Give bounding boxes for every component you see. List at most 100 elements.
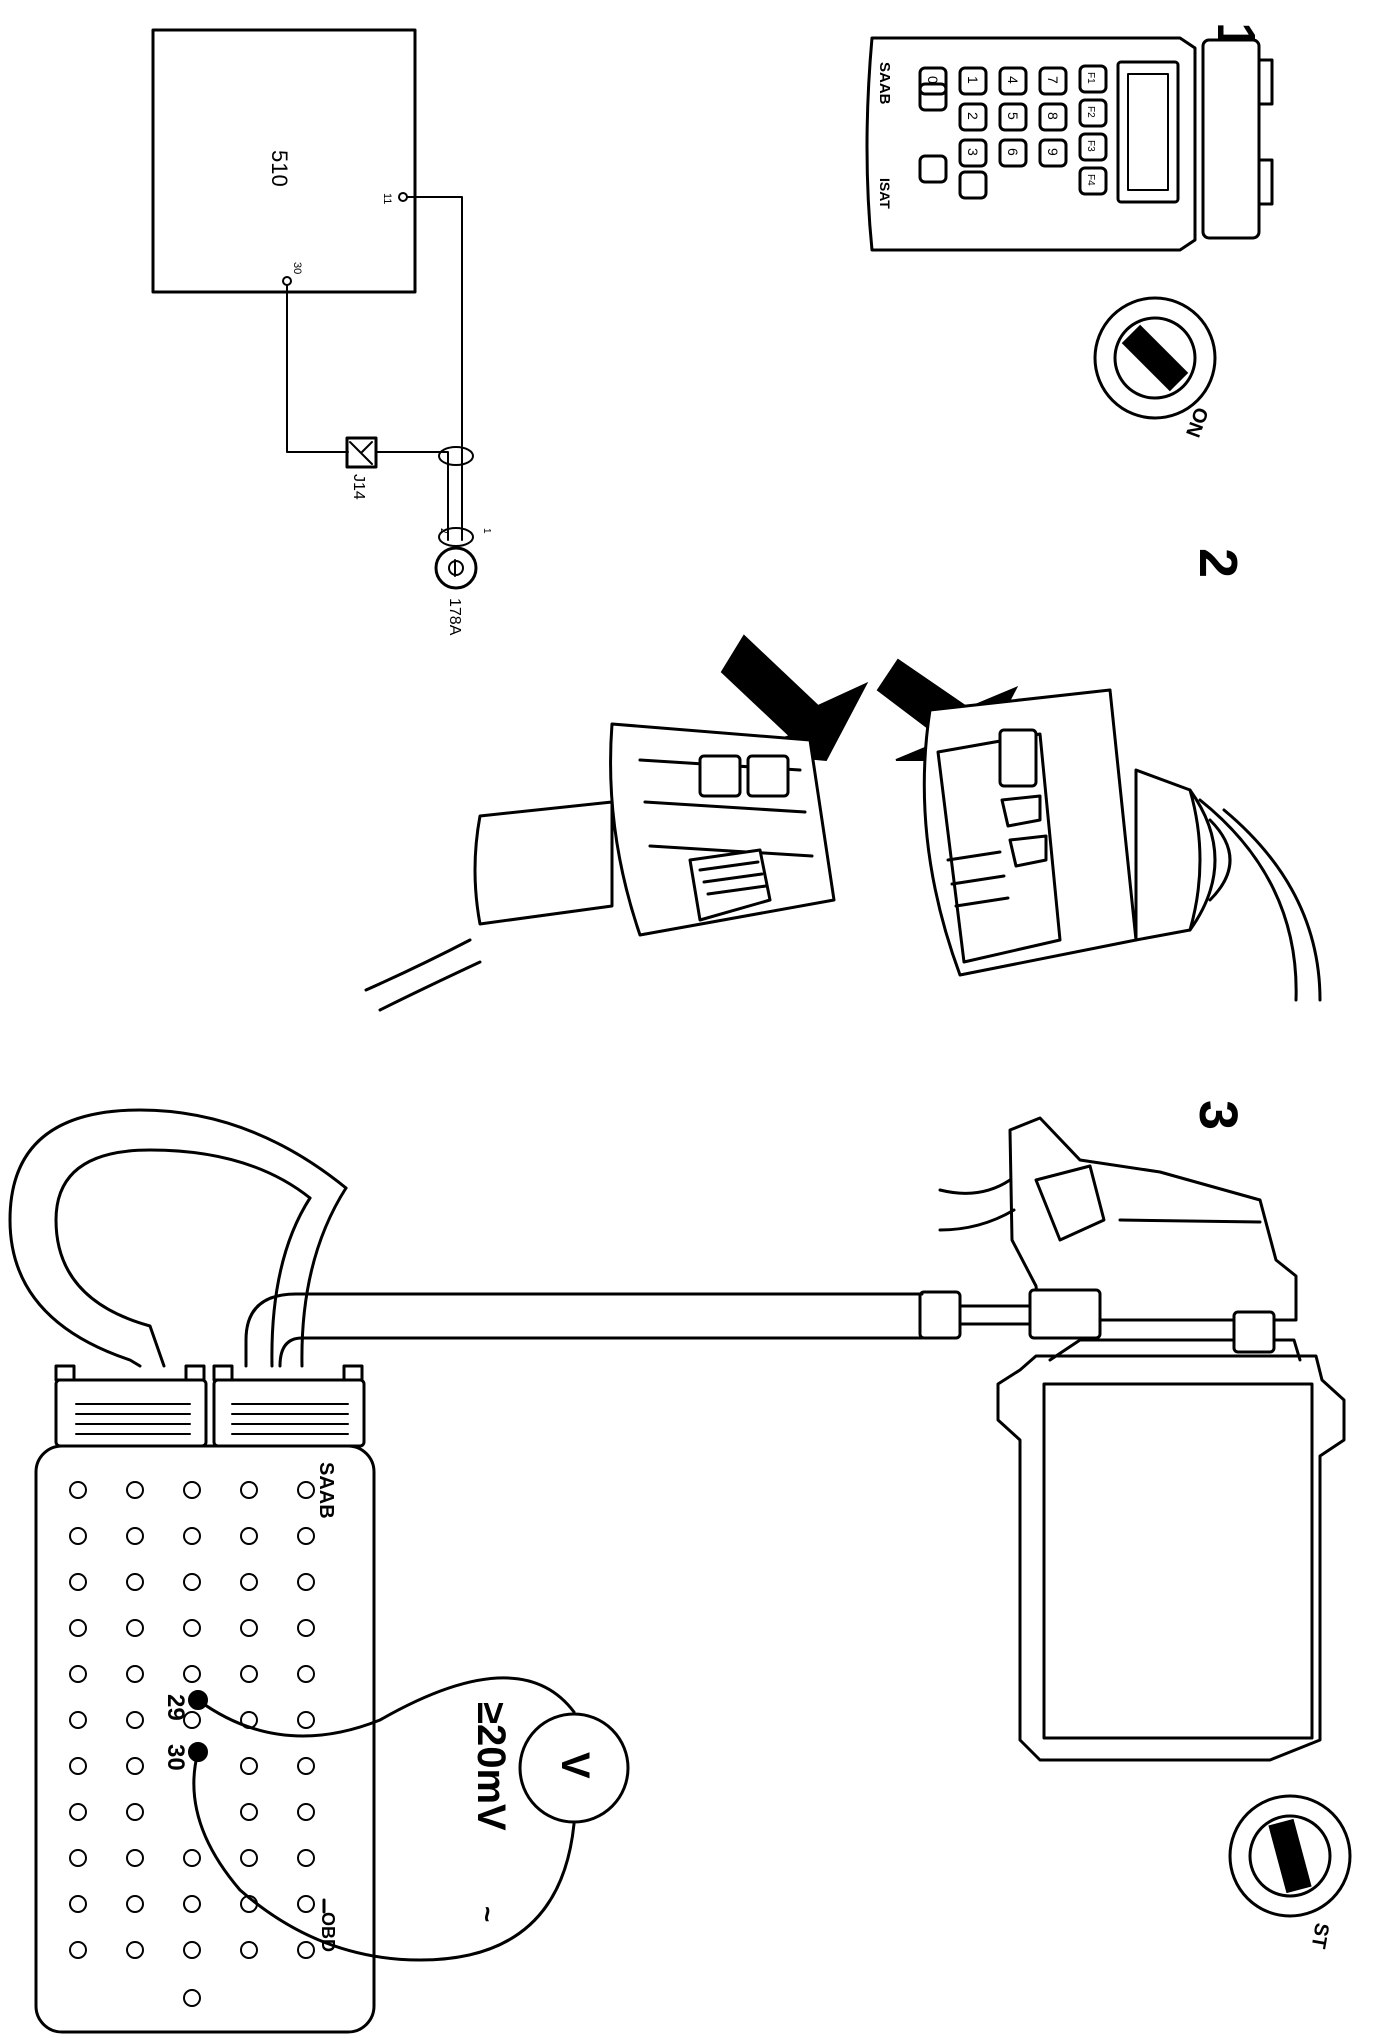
breakout-socket[interactable] xyxy=(297,1941,315,1959)
tester-function-key[interactable]: F3 xyxy=(1078,132,1108,162)
breakout-box-body xyxy=(34,1444,376,2034)
breakout-socket[interactable] xyxy=(183,1849,201,1867)
tester-body xyxy=(865,36,1197,252)
breakout-socket[interactable] xyxy=(297,1481,315,1499)
breakout-socket[interactable] xyxy=(69,1665,87,1683)
breakout-socket[interactable] xyxy=(297,1573,315,1591)
breakout-socket[interactable] xyxy=(297,1665,315,1683)
breakout-socket[interactable] xyxy=(240,1481,258,1499)
tester-function-key-label: F1 xyxy=(1085,72,1096,84)
wiring-schematic: 510 11 30 J14 2 1 xyxy=(151,28,492,636)
breakout-socket[interactable] xyxy=(126,1527,144,1545)
tester-number-key[interactable]: 1 xyxy=(958,66,988,96)
wire-pin-30 xyxy=(286,284,349,453)
tester-number-key-label: 2 xyxy=(965,112,981,120)
breakout-socket[interactable] xyxy=(240,1527,258,1545)
breakout-socket[interactable] xyxy=(126,1895,144,1913)
breakout-socket[interactable] xyxy=(126,1849,144,1867)
tester-number-key[interactable]: 3 xyxy=(958,138,988,168)
tester-number-key[interactable]: 4 xyxy=(998,66,1028,96)
breakout-socket[interactable] xyxy=(297,1803,315,1821)
breakout-socket[interactable] xyxy=(126,1665,144,1683)
voltmeter-symbol: V xyxy=(553,1752,597,1779)
breakout-socket[interactable] xyxy=(240,1803,258,1821)
breakout-socket[interactable] xyxy=(69,1849,87,1867)
tester-function-key[interactable]: F2 xyxy=(1078,98,1108,128)
ignition-st-label: ST xyxy=(1307,1921,1333,1950)
tester-number-key[interactable]: 6 xyxy=(998,138,1028,168)
breakout-socket[interactable] xyxy=(69,1527,87,1545)
breakout-socket[interactable] xyxy=(297,1711,315,1729)
breakout-socket[interactable] xyxy=(240,1849,258,1867)
breakout-socket[interactable] xyxy=(183,1481,201,1499)
tester-number-key[interactable]: 7 xyxy=(1038,66,1068,96)
tester-function-key[interactable]: F4 xyxy=(1078,166,1108,196)
tester-number-key-label: 7 xyxy=(1045,76,1061,84)
breakout-socket[interactable] xyxy=(183,1711,201,1729)
tester-number-key[interactable]: 2 xyxy=(958,102,988,132)
breakout-socket[interactable] xyxy=(240,1573,258,1591)
breakout-socket[interactable] xyxy=(69,1803,87,1821)
tester-display-screen xyxy=(1127,73,1169,191)
pin-11-terminal xyxy=(398,192,408,202)
breakout-socket[interactable] xyxy=(297,1757,315,1775)
breakout-socket[interactable] xyxy=(240,1665,258,1683)
breakout-socket[interactable] xyxy=(126,1941,144,1959)
breakout-socket[interactable] xyxy=(69,1481,87,1499)
breakout-socket[interactable] xyxy=(183,1665,201,1683)
breakout-socket[interactable] xyxy=(297,1527,315,1545)
tester-number-key-label: 8 xyxy=(1045,112,1061,120)
breakout-socket[interactable] xyxy=(69,1711,87,1729)
breakout-socket[interactable] xyxy=(297,1619,315,1637)
tester-control-key[interactable] xyxy=(918,154,948,184)
breakout-socket[interactable] xyxy=(126,1573,144,1591)
breakout-socket[interactable] xyxy=(240,1619,258,1637)
breakout-socket[interactable] xyxy=(126,1481,144,1499)
breakout-socket[interactable] xyxy=(240,1757,258,1775)
breakout-socket[interactable] xyxy=(126,1757,144,1775)
tester-number-key[interactable]: 5 xyxy=(998,102,1028,132)
breakout-socket[interactable] xyxy=(69,1941,87,1959)
breakout-socket[interactable] xyxy=(126,1711,144,1729)
tester-number-key[interactable]: 0 xyxy=(918,66,948,96)
test-lead-pin-29 xyxy=(196,1676,576,1738)
breakout-socket[interactable] xyxy=(183,1527,201,1545)
breakout-socket[interactable] xyxy=(183,1619,201,1637)
breakout-socket[interactable] xyxy=(183,1573,201,1591)
sensor-pin-1-label: 1 xyxy=(481,528,492,534)
breakout-socket[interactable] xyxy=(126,1803,144,1821)
step-number-2: 2 xyxy=(1188,548,1248,578)
adapter-cable xyxy=(294,1292,924,1340)
splice-j14 xyxy=(345,436,378,469)
breakout-socket[interactable] xyxy=(297,1895,315,1913)
wire-pin-11 xyxy=(406,196,463,541)
tester-function-key[interactable]: F1 xyxy=(1078,64,1108,94)
breakout-socket[interactable] xyxy=(69,1619,87,1637)
control-module-box xyxy=(996,1354,1346,1762)
breakout-socket[interactable] xyxy=(69,1757,87,1775)
voltmeter-reading: ≥20mV xyxy=(469,1702,513,1831)
breakout-socket[interactable] xyxy=(183,1941,201,1959)
tester-control-key[interactable] xyxy=(958,170,988,200)
tester-control-key[interactable] xyxy=(918,82,948,112)
tester-number-key[interactable]: 8 xyxy=(1038,102,1068,132)
connector-socket-right xyxy=(922,688,1322,1002)
breakout-socket[interactable] xyxy=(69,1895,87,1913)
sensor-178a xyxy=(434,546,478,590)
breakout-socket[interactable] xyxy=(240,1941,258,1959)
breakout-socket[interactable] xyxy=(183,1989,201,2007)
breakout-socket[interactable] xyxy=(183,1895,201,1913)
breakout-socket[interactable] xyxy=(69,1573,87,1591)
sensor-pin-2-label: 2 xyxy=(438,528,449,534)
splice-j14-label: J14 xyxy=(350,474,367,500)
tester-number-key[interactable]: 9 xyxy=(1038,138,1068,168)
breakout-socket[interactable] xyxy=(297,1849,315,1867)
tester-number-key-label: 4 xyxy=(1005,76,1021,84)
tester-number-key-label: 3 xyxy=(965,148,981,156)
breakout-socket[interactable] xyxy=(126,1619,144,1637)
breakout-box-cable-loop xyxy=(8,1108,348,1368)
ignition-switch-on: ON xyxy=(1093,296,1217,440)
